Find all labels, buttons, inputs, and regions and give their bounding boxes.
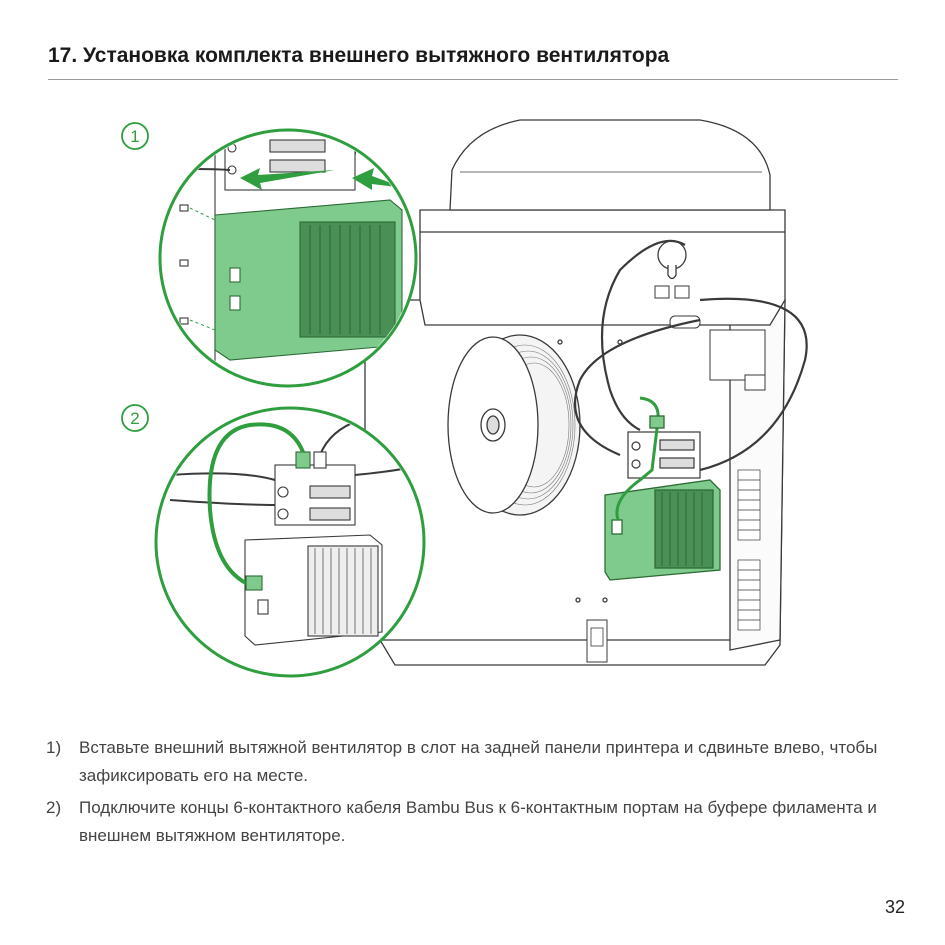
filament-buffer xyxy=(627,431,701,479)
list-item: 2) Подключите концы 6-контактного кабеля… xyxy=(46,794,906,850)
page-number: 32 xyxy=(884,897,905,917)
detail-circle-2 xyxy=(154,406,426,678)
step-badge-1-label: 1 xyxy=(130,127,139,146)
installation-illustration: 1 2 xyxy=(121,119,808,678)
step-text: Вставьте внешний вытяжной вентилятор в с… xyxy=(79,738,878,785)
step-badge-1 xyxy=(121,122,149,150)
exhaust-fan-installed xyxy=(604,396,721,581)
filament-spool xyxy=(447,334,581,516)
list-item: 1) Вставьте внешний вытяжной вентилятор … xyxy=(46,734,906,790)
step-number: 2) xyxy=(46,798,62,817)
title-divider xyxy=(48,79,898,80)
instruction-list: 1) Вставьте внешний вытяжной вентилятор … xyxy=(46,734,906,854)
detail-circle-1 xyxy=(158,128,418,388)
page-title: 17. Установка комплекта внешнего вытяжно… xyxy=(48,44,670,67)
step-badge-2 xyxy=(121,404,149,432)
step-badge-2-label: 2 xyxy=(130,409,139,428)
step-text: Подключите концы 6-контактного кабеля Ba… xyxy=(79,798,877,845)
step-number: 1) xyxy=(46,738,62,757)
